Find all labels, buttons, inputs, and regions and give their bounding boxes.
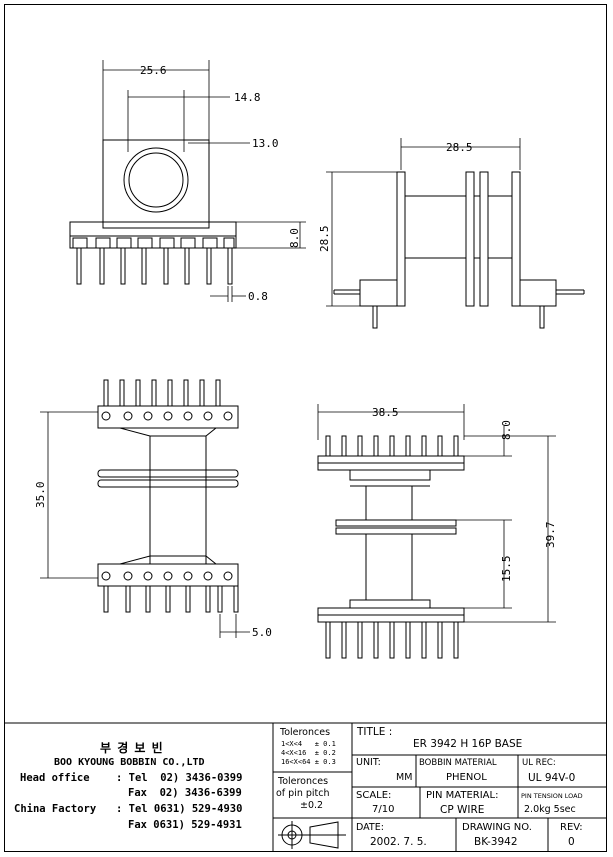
dim-side-width: 28.5 xyxy=(446,141,473,154)
side-view: 28.5 28.5 xyxy=(318,138,585,329)
dim-front-width: 38.5 xyxy=(372,406,399,419)
dim-pin-height: 8.0 xyxy=(288,228,301,248)
front-view: 38.5 8.0 15.5 39.7 xyxy=(317,404,557,659)
dim-core-dia: 13.0 xyxy=(252,137,279,150)
dim-side-height: 28.5 xyxy=(318,226,331,253)
dim-top-width: 25.6 xyxy=(140,64,167,77)
drawing-frame xyxy=(4,4,607,852)
dim-core-width: 14.8 xyxy=(234,91,261,104)
top-view-core-outer xyxy=(123,147,189,213)
top-view-dims xyxy=(102,60,306,302)
dim-pin-width: 0.8 xyxy=(248,290,268,303)
top-view-core-inner xyxy=(128,152,184,208)
title-block-grid xyxy=(4,722,607,852)
top-view: 25.6 14.8 13.0 8.0 0.8 xyxy=(69,60,306,303)
top-view-base xyxy=(69,221,237,249)
dim-front-total: 39.7 xyxy=(544,522,557,549)
top-view-sockets xyxy=(72,237,235,249)
top-view-body xyxy=(102,139,210,229)
top-view-pins xyxy=(76,247,233,285)
bottom-view: 35.0 5.0 xyxy=(34,379,272,639)
dim-front-top: 8.0 xyxy=(500,420,513,440)
dim-bottom-height: 35.0 xyxy=(34,482,47,509)
dim-front-mid: 15.5 xyxy=(500,556,513,583)
projection-symbol-icon xyxy=(278,821,346,849)
dim-pin-pitch: 5.0 xyxy=(252,626,272,639)
